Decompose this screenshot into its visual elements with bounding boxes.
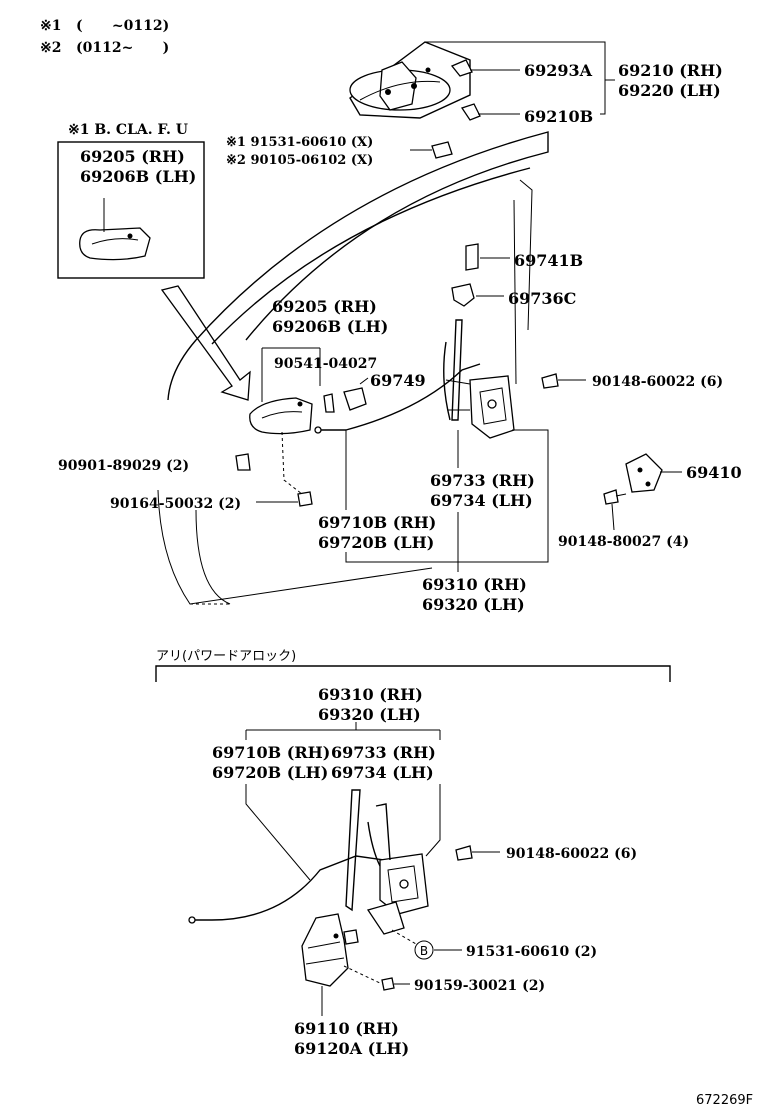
lock-rod bbox=[451, 319, 463, 421]
part-69293a-shape bbox=[450, 59, 473, 77]
label-69210-rh: 69210 (RH) bbox=[618, 61, 723, 80]
label-69410: 69410 bbox=[686, 463, 742, 482]
label-69749: 69749 bbox=[370, 371, 426, 390]
label-handle-lh: 69206B (LH) bbox=[272, 317, 388, 336]
pl-bolt-60022-shape bbox=[455, 845, 473, 861]
pl-circle-b bbox=[414, 940, 434, 960]
pl-motor-rh: 69110 (RH) bbox=[294, 1019, 399, 1038]
part-90901-shape bbox=[235, 453, 251, 471]
label-90164: 90164-50032 (2) bbox=[110, 496, 241, 512]
inset-part-lh: 69206B (LH) bbox=[80, 167, 196, 186]
screw-90164-shape bbox=[297, 491, 313, 507]
label-69736c: 69736C bbox=[508, 289, 576, 308]
pl-lock-assembly bbox=[366, 803, 429, 935]
bolt-60022-shape bbox=[541, 373, 559, 389]
inset-part-rh: 69205 (RH) bbox=[80, 147, 185, 166]
legend-note1-range: ( ~0112) bbox=[76, 18, 169, 34]
part-69749-shape bbox=[343, 387, 367, 411]
bolt-80027-shape bbox=[603, 489, 619, 505]
label-screw2: ※2 90105-06102 (X) bbox=[226, 153, 373, 168]
striker-69410-shape bbox=[625, 453, 663, 493]
label-bolt-60022: 90148-60022 (6) bbox=[592, 374, 723, 390]
pl-lock-lh: 69734 (LH) bbox=[331, 763, 434, 782]
label-69741b: 69741B bbox=[514, 251, 583, 270]
power-lock-bracket bbox=[155, 665, 671, 682]
outside-handle-illustration bbox=[349, 41, 471, 119]
label-handle-rh: 69205 (RH) bbox=[272, 297, 377, 316]
pl-lock-rh: 69733 (RH) bbox=[331, 743, 436, 762]
diagram-code: 672269F bbox=[696, 1093, 753, 1108]
pl-lock-rod bbox=[345, 789, 361, 912]
pl-motor-lh: 69120A (LH) bbox=[294, 1039, 409, 1058]
door-frame-outline bbox=[157, 131, 549, 605]
label-screw1: ※1 91531-60610 (X) bbox=[226, 135, 373, 150]
pl-assy-lh: 69320 (LH) bbox=[318, 705, 421, 724]
door-lock-assembly bbox=[443, 341, 515, 439]
inset-box bbox=[57, 141, 205, 279]
label-69720b-lh: 69720B (LH) bbox=[318, 533, 434, 552]
label-69710b-rh: 69710B (RH) bbox=[318, 513, 436, 532]
pl-circle-b-letter: B bbox=[420, 944, 428, 958]
label-69293a: 69293A bbox=[524, 61, 593, 80]
pointer-arrow bbox=[160, 285, 251, 401]
pl-actuator-motor bbox=[301, 913, 359, 987]
label-bolt-80027: 90148-80027 (4) bbox=[558, 534, 689, 550]
lock-cable bbox=[318, 363, 481, 431]
part-69736c-shape bbox=[451, 283, 475, 307]
label-69734-lh: 69734 (LH) bbox=[430, 491, 533, 510]
part-69741b-shape bbox=[465, 243, 479, 271]
label-69310-rh: 69310 (RH) bbox=[422, 575, 527, 594]
pl-screw-30021: 90159-30021 (2) bbox=[414, 978, 545, 994]
inside-handle-illustration bbox=[249, 397, 313, 435]
screw-91531-shape bbox=[431, 141, 453, 159]
label-69320-lh: 69320 (LH) bbox=[422, 595, 525, 614]
label-69733-rh: 69733 (RH) bbox=[430, 471, 535, 490]
label-90541: 90541-04027 bbox=[274, 356, 377, 372]
inset-header: ※1 B. CLA. F. U bbox=[68, 122, 188, 138]
legend-note2-range: (0112~ ) bbox=[76, 40, 169, 56]
pl-cable bbox=[192, 855, 385, 921]
legend-note1-mark: ※1 bbox=[40, 18, 61, 34]
label-90901: 90901-89029 (2) bbox=[58, 458, 189, 474]
label-69220-lh: 69220 (LH) bbox=[618, 81, 721, 100]
pl-bolt-60022: 90148-60022 (6) bbox=[506, 846, 637, 862]
pl-cable-lh: 69720B (LH) bbox=[212, 763, 328, 782]
pl-screw-30021-shape bbox=[381, 977, 395, 991]
power-lock-header: アリ(パワードアロック) bbox=[156, 649, 296, 664]
label-69210b: 69210B bbox=[524, 107, 593, 126]
pl-cable-rh: 69710B (RH) bbox=[212, 743, 330, 762]
legend-note2-mark: ※2 bbox=[40, 40, 61, 56]
part-69210b-shape bbox=[460, 103, 481, 121]
pl-screw-60610: 91531-60610 (2) bbox=[466, 944, 597, 960]
pl-assy-rh: 69310 (RH) bbox=[318, 685, 423, 704]
clip-90541-shape bbox=[323, 393, 335, 413]
inset-handle-illustration bbox=[79, 198, 151, 261]
